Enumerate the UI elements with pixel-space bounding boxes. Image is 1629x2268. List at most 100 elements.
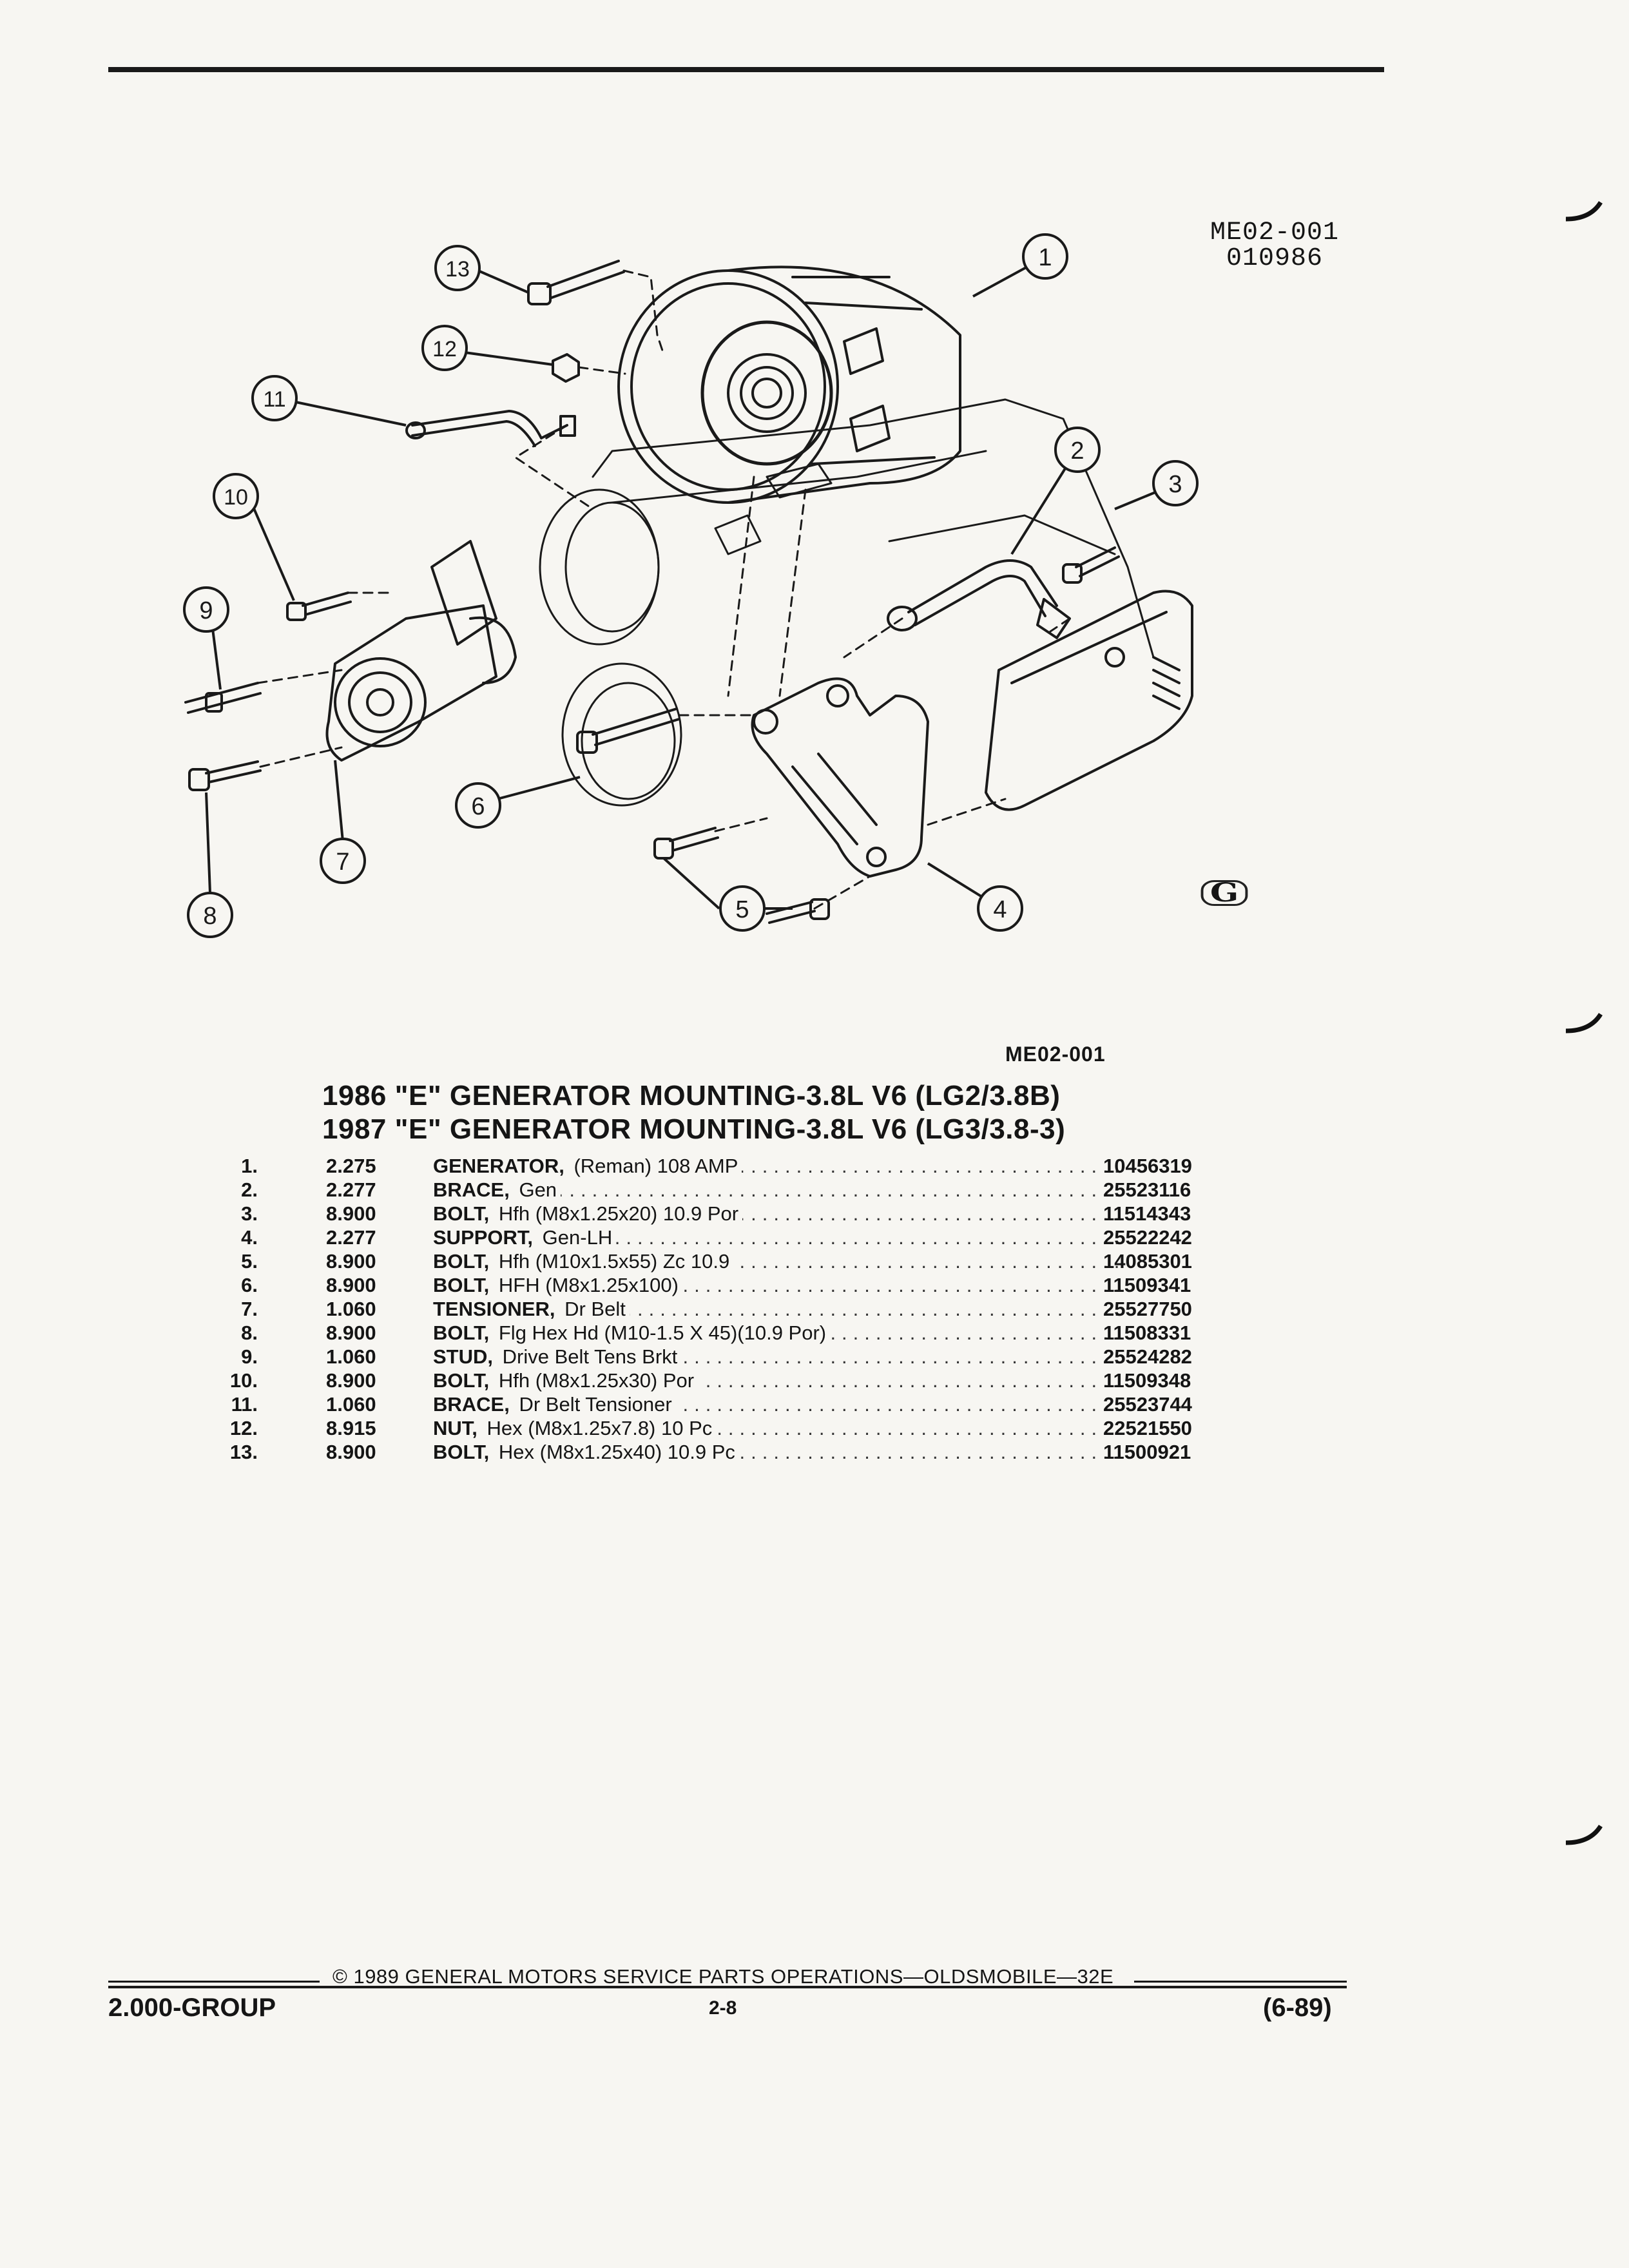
part-name: BRACE,: [433, 1393, 519, 1416]
copyright-notice: © 1989 GENERAL MOTORS SERVICE PARTS OPER…: [333, 1965, 1114, 1988]
callout-6-label: 6: [471, 793, 485, 820]
generator-brace-drawing: [887, 559, 1071, 639]
part-row: 12. 8.915 NUT, Hex (M8x1.25x7.8) 10 Pc....…: [206, 1417, 1237, 1441]
callout-7: 7: [320, 760, 366, 884]
diagram-code: ME02-001 010986: [1210, 220, 1339, 272]
bolt-10-drawing: [286, 591, 352, 621]
part-spec: (Reman) 108 AMP: [574, 1155, 742, 1177]
part-name: BOLT,: [433, 1369, 499, 1392]
part-group: 1.060: [326, 1345, 376, 1368]
part-description: BOLT, Flg Hex Hd (M10-1.5 X 45)(10.9 Por…: [433, 1321, 1119, 1345]
part-spec: Hfh (M8x1.25x20) 10.9 Por: [498, 1202, 743, 1225]
callout-8-label: 8: [203, 903, 217, 930]
callout-11-label: 11: [263, 387, 285, 412]
part-spec: Hfh (M8x1.25x30) Por: [498, 1369, 699, 1392]
stud-drawing: [184, 682, 262, 714]
diagram-code-id: ME02-001: [1210, 218, 1339, 247]
callout-5: 5: [662, 857, 793, 932]
part-group: 2.277: [326, 1226, 376, 1249]
gm-block-logo-icon: G: [1200, 880, 1248, 906]
callout-2-label: 2: [1070, 437, 1084, 465]
assembly-dashed-lines: [256, 269, 1071, 910]
part-description: GENERATOR, (Reman) 108 AMP..............…: [433, 1155, 1119, 1178]
part-group: 1.060: [326, 1393, 376, 1416]
part-number: 14085301: [1103, 1250, 1192, 1273]
part-name: BOLT,: [433, 1250, 499, 1273]
callout-layer: 1 2 3 4 5 6 7: [183, 233, 1199, 938]
part-row: 8. 8.900 BOLT, Flg Hex Hd (M10-1.5 X 45)(1…: [206, 1321, 1237, 1345]
part-index: 9.: [241, 1345, 258, 1368]
nut-drawing: [552, 353, 580, 383]
callout-12-label: 12: [432, 337, 457, 361]
part-description: TENSIONER, Dr Belt......................…: [433, 1298, 1119, 1321]
bolt-3-drawing: [1062, 546, 1120, 584]
part-description: STUD, Drive Belt Tens Brkt..............…: [433, 1345, 1119, 1369]
part-description: BOLT, HFH (M8x1.25x100).................…: [433, 1274, 1119, 1297]
callout-1: 1: [972, 233, 1068, 298]
page-number: 2-8: [709, 1997, 737, 2019]
part-number: 25523116: [1103, 1178, 1191, 1201]
callout-12: 12: [421, 325, 554, 371]
figure-label: ME02-001: [1005, 1043, 1106, 1066]
callout-13-label: 13: [445, 257, 470, 282]
callout-8: 8: [187, 792, 233, 938]
part-index: 5.: [241, 1250, 258, 1273]
part-number: 11509348: [1103, 1369, 1191, 1392]
part-description: BRACE, Dr Belt Tensioner................…: [433, 1393, 1119, 1416]
part-spec: Hex (M8x1.25x40) 10.9 Pc: [498, 1441, 739, 1463]
callout-2: 2: [1010, 427, 1101, 555]
part-group: 1.060: [326, 1298, 376, 1320]
part-index: 3.: [241, 1202, 258, 1225]
footer-rule: [108, 1986, 1347, 1988]
binder-mark: [1565, 1825, 1603, 1845]
part-name: BOLT,: [433, 1321, 499, 1344]
part-spec: Hfh (M10x1.5x55) Zc 10.9: [498, 1250, 734, 1273]
part-number: 25523744: [1103, 1393, 1192, 1416]
part-description: SUPPORT, Gen-LH.........................…: [433, 1226, 1119, 1249]
top-rule: [108, 67, 1384, 72]
group-number: 2.000-GROUP: [108, 1994, 276, 2022]
generator-support-drawing: [751, 677, 929, 878]
part-number: 22521550: [1103, 1417, 1192, 1439]
part-row: 9. 1.060 STUD, Drive Belt Tens Brkt.......…: [206, 1345, 1237, 1369]
part-name: BOLT,: [433, 1441, 499, 1463]
part-number: 25522242: [1103, 1226, 1192, 1249]
part-index: 13.: [229, 1441, 258, 1463]
part-number: 11500921: [1103, 1441, 1191, 1463]
part-index: 10.: [229, 1369, 258, 1392]
part-group: 8.900: [326, 1274, 376, 1296]
part-name: BOLT,: [433, 1202, 499, 1225]
callout-9: 9: [183, 586, 229, 690]
footer-rule-left: [108, 1981, 320, 1983]
part-number: 11508331: [1103, 1321, 1191, 1344]
part-name: TENSIONER,: [433, 1298, 565, 1320]
title-1987: 1987 "E" GENERATOR MOUNTING-3.8L V6 (LG3…: [322, 1113, 1066, 1145]
part-spec: Dr Belt Tensioner: [519, 1393, 676, 1416]
part-index: 6.: [241, 1274, 258, 1296]
binder-mark: [1565, 1013, 1603, 1033]
callout-13: 13: [434, 245, 529, 294]
part-group: 2.275: [326, 1155, 376, 1177]
part-index: 12.: [229, 1417, 258, 1439]
part-spec: Flg Hex Hd (M10-1.5 X 45)(10.9 Por): [498, 1321, 831, 1344]
part-number: 25524282: [1103, 1345, 1192, 1368]
part-group: 2.277: [326, 1178, 376, 1201]
part-group: 8.900: [326, 1441, 376, 1463]
part-group: 8.900: [326, 1369, 376, 1392]
part-spec: Gen: [519, 1178, 561, 1201]
callout-3-label: 3: [1168, 471, 1182, 498]
part-number: 11509341: [1103, 1274, 1191, 1296]
part-group: 8.900: [326, 1321, 376, 1344]
part-group: 8.915: [326, 1417, 376, 1439]
part-description: NUT, Hex (M8x1.25x7.8) 10 Pc............…: [433, 1417, 1119, 1440]
part-name: BRACE,: [433, 1178, 519, 1201]
callout-7-label: 7: [336, 849, 349, 876]
part-index: 8.: [241, 1321, 258, 1344]
callout-11: 11: [251, 375, 407, 427]
part-number: 11514343: [1103, 1202, 1191, 1225]
